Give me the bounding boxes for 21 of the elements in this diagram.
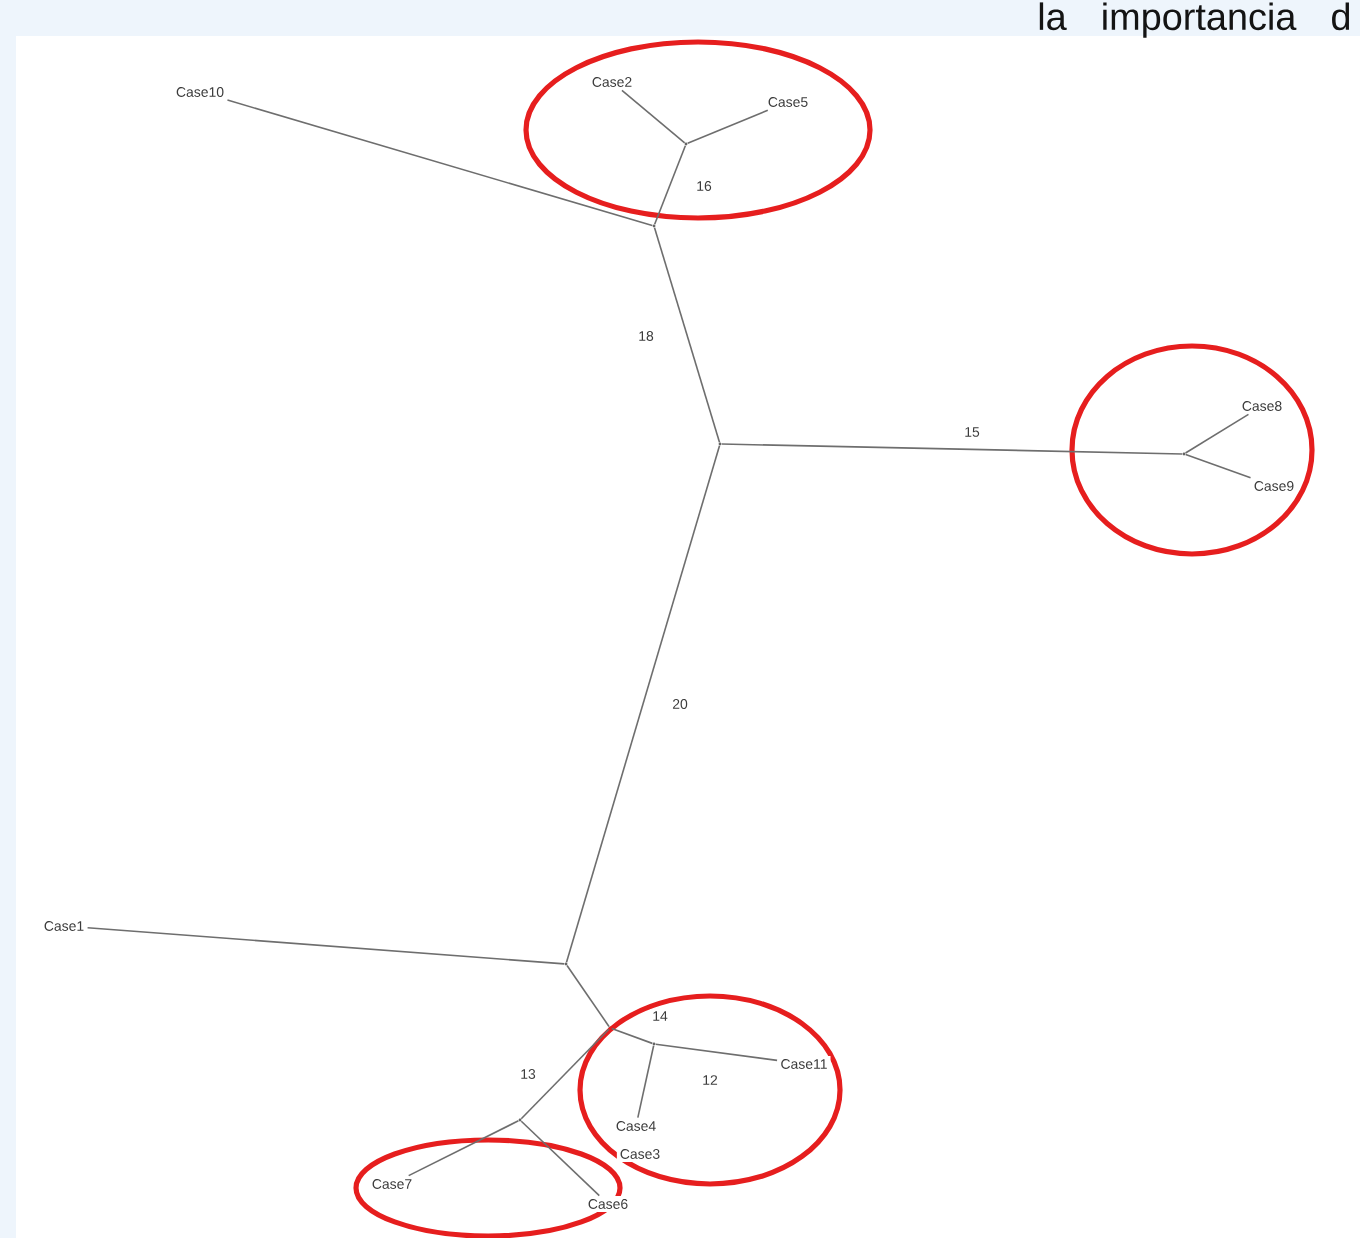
highlight-ellipse [577,993,843,1187]
highlight-ellipse [1069,343,1315,557]
tree-branch [655,1043,778,1062]
tree-branch [226,99,654,227]
tree-branch [520,1028,610,1120]
tree-branch [621,89,686,144]
tree-branch [1184,413,1250,454]
tree-branch [653,144,687,226]
tree-branch [1184,453,1252,479]
tree-branch [407,1120,520,1177]
tree-branch [520,1120,601,1197]
tree-branch [686,109,769,145]
tree-branch [653,226,721,444]
tree-branch [566,964,610,1028]
tree-branch [86,926,565,965]
heading-text: la importancia d [1039,2,1350,38]
highlight-ellipse [523,39,873,221]
tree-branch [565,444,721,964]
tree-branch [610,1027,654,1045]
tree-branch [721,443,1183,455]
tree-branch [637,1044,655,1119]
